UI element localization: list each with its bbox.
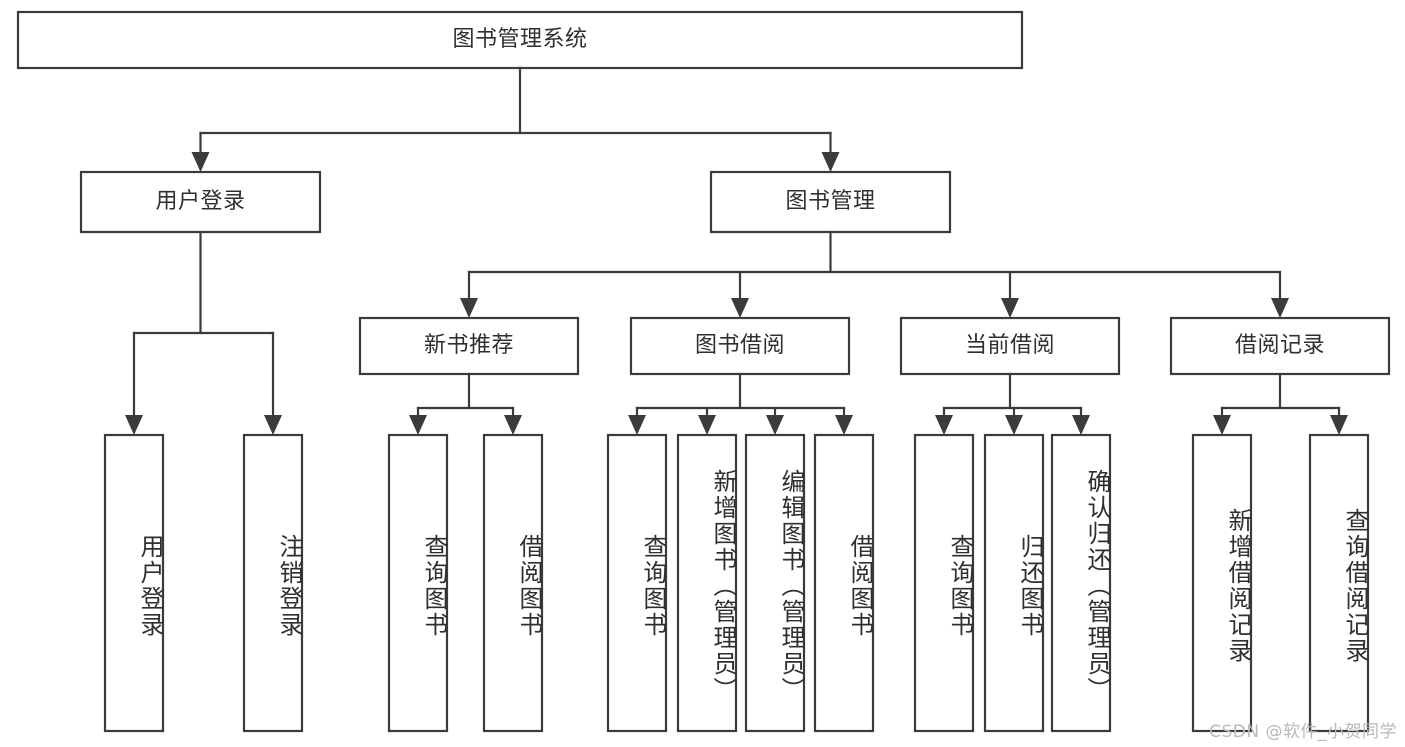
arrowhead-to-leaf-query-book-1 bbox=[409, 415, 427, 435]
node-box-leaf-query-book-1 bbox=[387, 433, 449, 733]
arrowhead-to-leaf-add-book bbox=[698, 415, 716, 435]
node-box-leaf-confirm-return bbox=[1050, 433, 1112, 733]
node-box-leaf-add-record bbox=[1191, 433, 1253, 733]
arrowhead-to-leaf-confirm-return bbox=[1072, 415, 1090, 435]
node-box-leaf-borrow-book-1 bbox=[482, 433, 544, 733]
arrowhead-to-borrow-record bbox=[1271, 298, 1289, 318]
node-box-leaf-query-record bbox=[1308, 433, 1370, 733]
node-box-new-book-rec bbox=[358, 316, 580, 376]
node-box-root bbox=[16, 10, 1024, 70]
node-box-leaf-add-book bbox=[676, 433, 738, 733]
arrowhead-to-book-manage bbox=[821, 152, 840, 172]
arrowhead-to-leaf-borrow-book-1 bbox=[504, 415, 522, 435]
arrowhead-to-new-book-rec bbox=[460, 298, 478, 318]
arrowhead-to-leaf-user-logout bbox=[264, 415, 282, 435]
arrowhead-to-leaf-borrow-book-2 bbox=[835, 415, 853, 435]
arrowhead-to-current-borrow bbox=[1001, 298, 1019, 318]
arrowhead-to-leaf-query-book-3 bbox=[935, 415, 953, 435]
arrowhead-to-leaf-query-record bbox=[1330, 415, 1348, 435]
arrowhead-to-leaf-return-book bbox=[1005, 415, 1023, 435]
node-box-leaf-user-login bbox=[103, 433, 165, 733]
arrowhead-to-book-borrow bbox=[731, 298, 749, 318]
arrowhead-to-leaf-edit-book bbox=[766, 415, 784, 435]
arrowhead-to-user-login bbox=[191, 152, 210, 172]
node-box-borrow-record bbox=[1169, 316, 1391, 376]
node-box-book-manage bbox=[709, 170, 952, 234]
node-box-leaf-query-book-2 bbox=[606, 433, 668, 733]
node-box-current-borrow bbox=[899, 316, 1121, 376]
arrowhead-to-leaf-user-login bbox=[125, 415, 143, 435]
connectors-layer bbox=[125, 66, 1348, 435]
node-box-leaf-query-book-3 bbox=[913, 433, 975, 733]
node-box-book-borrow bbox=[629, 316, 851, 376]
node-box-leaf-edit-book bbox=[744, 433, 806, 733]
arrowhead-to-leaf-query-book-2 bbox=[628, 415, 646, 435]
csdn-watermark: CSDN @软件_小贺同学 bbox=[1209, 722, 1397, 742]
arrowhead-to-leaf-add-record bbox=[1213, 415, 1231, 435]
node-boxes-layer bbox=[16, 10, 1391, 733]
node-box-user-login bbox=[79, 170, 322, 234]
node-box-leaf-borrow-book-2 bbox=[813, 433, 875, 733]
node-box-leaf-user-logout bbox=[242, 433, 304, 733]
node-box-leaf-return-book bbox=[983, 433, 1045, 733]
